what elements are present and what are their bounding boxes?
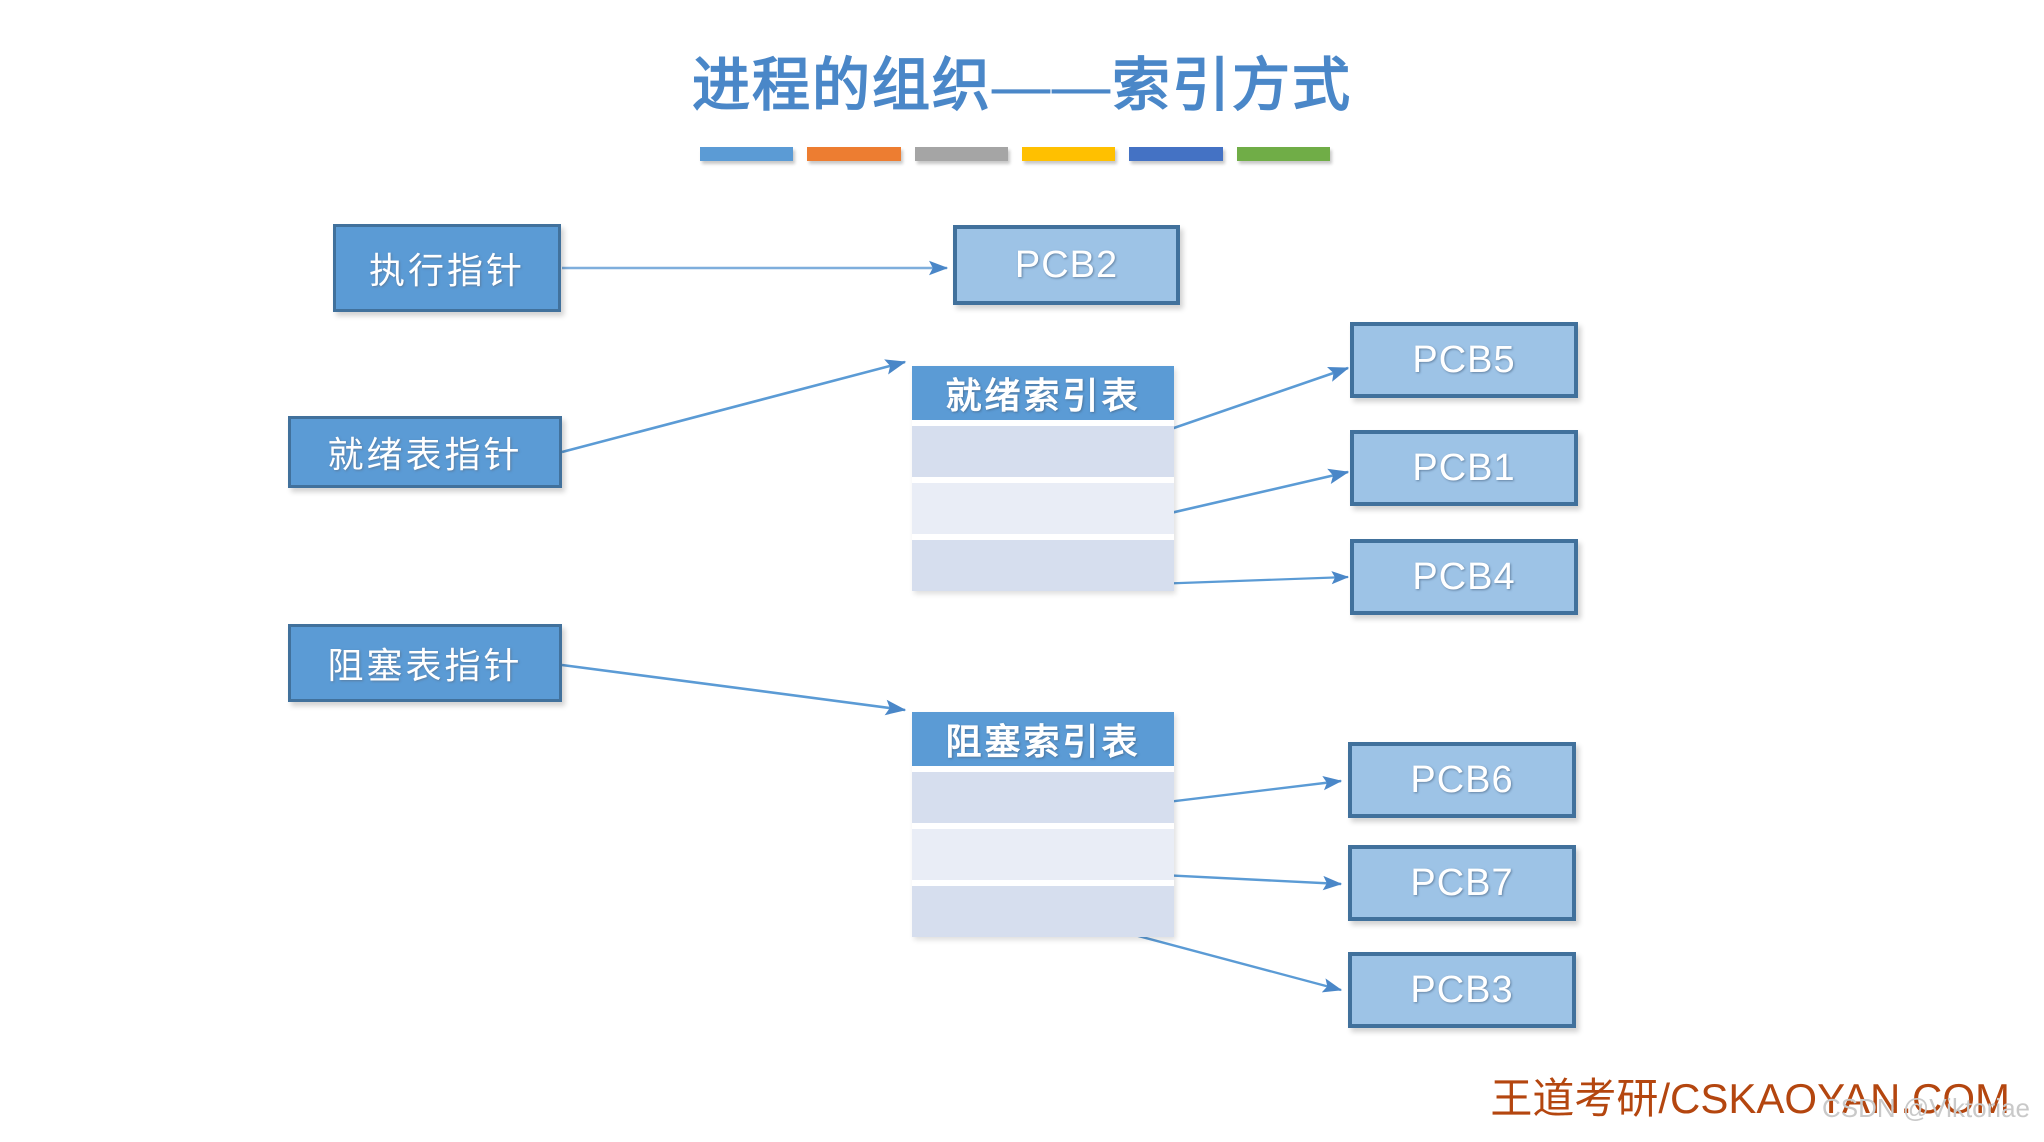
blocked-index-table-row-3[interactable]	[912, 880, 1174, 937]
pcb-box-ready-1[interactable]: PCB5	[1350, 322, 1578, 398]
pcb-label-ready-1: PCB5	[1412, 338, 1516, 381]
accent-bar-4	[1021, 147, 1116, 161]
pcb-label-running: PCB2	[1014, 243, 1119, 286]
ready-index-table-row-1[interactable]	[912, 420, 1174, 477]
ready-index-table-row-2[interactable]	[912, 477, 1174, 534]
csdn-watermark: CSDN @Viktoriae	[1822, 1093, 2030, 1123]
ready-index-table-header: 就绪索引表	[912, 366, 1174, 420]
blocked-pointer-box[interactable]: 阻塞表指针	[288, 624, 562, 702]
accent-bar-6	[1236, 147, 1330, 161]
blocked-index-table-row-1[interactable]	[912, 766, 1174, 823]
page-title: 进程的组织——索引方式	[691, 53, 1352, 118]
pcb-label-ready-3: PCB4	[1412, 555, 1516, 598]
pcb-label-blocked-3: PCB3	[1410, 968, 1514, 1011]
pcb-box-running[interactable]: PCB2	[953, 225, 1180, 305]
title-accent-bars	[700, 147, 1330, 161]
blocked-index-table: 阻塞索引表	[912, 712, 1174, 937]
blocked-pointer-label: 阻塞表指针	[327, 646, 523, 686]
arrow-blocked-pointer-to-blocked-table	[561, 663, 907, 716]
accent-bar-5	[1129, 147, 1223, 161]
brand-text: 王道考研/CSKAOYAN.COM	[1490, 1075, 2010, 1122]
blocked-index-table-row-2[interactable]	[912, 823, 1174, 880]
pcb-label-blocked-1: PCB6	[1410, 758, 1514, 801]
pcb-box-blocked-2[interactable]: PCB7	[1348, 845, 1576, 921]
pcb-label-blocked-2: PCB7	[1410, 861, 1514, 904]
run-pointer-label: 执行指针	[368, 251, 525, 291]
run-pointer-box[interactable]: 执行指针	[333, 224, 561, 312]
pcb-box-ready-3[interactable]: PCB4	[1350, 539, 1578, 615]
accent-bar-3	[914, 147, 1008, 161]
pcb-box-blocked-1[interactable]: PCB6	[1348, 742, 1576, 818]
ready-index-table-row-3[interactable]	[912, 534, 1174, 591]
accent-bar-2	[807, 147, 901, 161]
ready-pointer-box[interactable]: 就绪表指针	[288, 416, 562, 488]
pcb-box-ready-2[interactable]: PCB1	[1350, 430, 1578, 506]
arrow-ready-pointer-to-ready-table	[561, 359, 907, 454]
pcb-box-blocked-3[interactable]: PCB3	[1348, 952, 1576, 1028]
ready-pointer-label: 就绪表指针	[327, 435, 523, 475]
ready-index-table: 就绪索引表	[912, 366, 1174, 591]
blocked-index-table-header: 阻塞索引表	[912, 712, 1174, 766]
pcb-label-ready-2: PCB1	[1412, 446, 1516, 489]
accent-bar-1	[700, 147, 794, 161]
